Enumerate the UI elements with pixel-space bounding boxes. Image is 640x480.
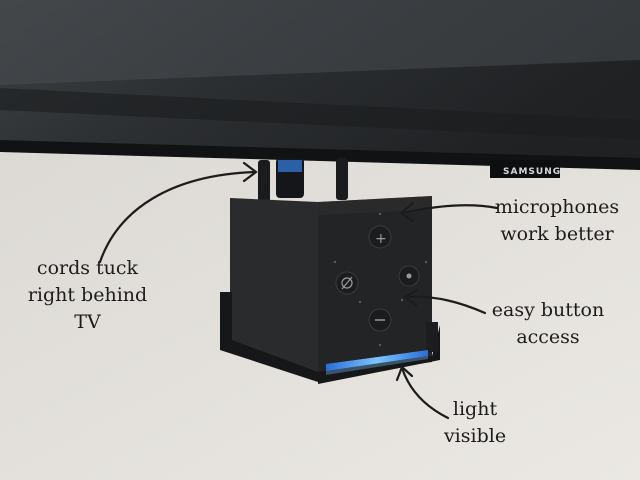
wall-mount <box>220 292 440 384</box>
annotation-line: microphones <box>494 196 620 218</box>
tv-brand-logo: SAMSUNG <box>503 167 561 177</box>
annotation-line: light <box>452 398 498 420</box>
light-ring <box>326 350 428 371</box>
annotation-light: light visible <box>430 396 520 450</box>
annotation-line: TV <box>74 311 101 333</box>
arrow-cords <box>98 170 257 264</box>
annotation-line: work better <box>500 223 614 245</box>
arrow-light <box>400 366 450 420</box>
arrow-microphones <box>400 204 499 215</box>
annotation-line: visible <box>443 425 507 447</box>
annotation-microphones: microphones work better <box>492 194 622 248</box>
tv: SAMSUNG <box>0 0 640 178</box>
annotation-arrows <box>98 161 499 420</box>
cords <box>258 158 348 205</box>
annotation-line: access <box>516 326 580 348</box>
annotation-cords: cords tuck right behind TV <box>20 255 155 336</box>
arrow-button <box>404 295 487 315</box>
annotation-line: right behind <box>27 284 148 306</box>
volume-up-button <box>368 225 392 249</box>
annotation-line: cords tuck <box>36 257 139 279</box>
svg-text:+: + <box>375 231 387 247</box>
annotation-button-access: easy button access <box>483 297 613 351</box>
annotation-line: easy button <box>491 299 605 321</box>
